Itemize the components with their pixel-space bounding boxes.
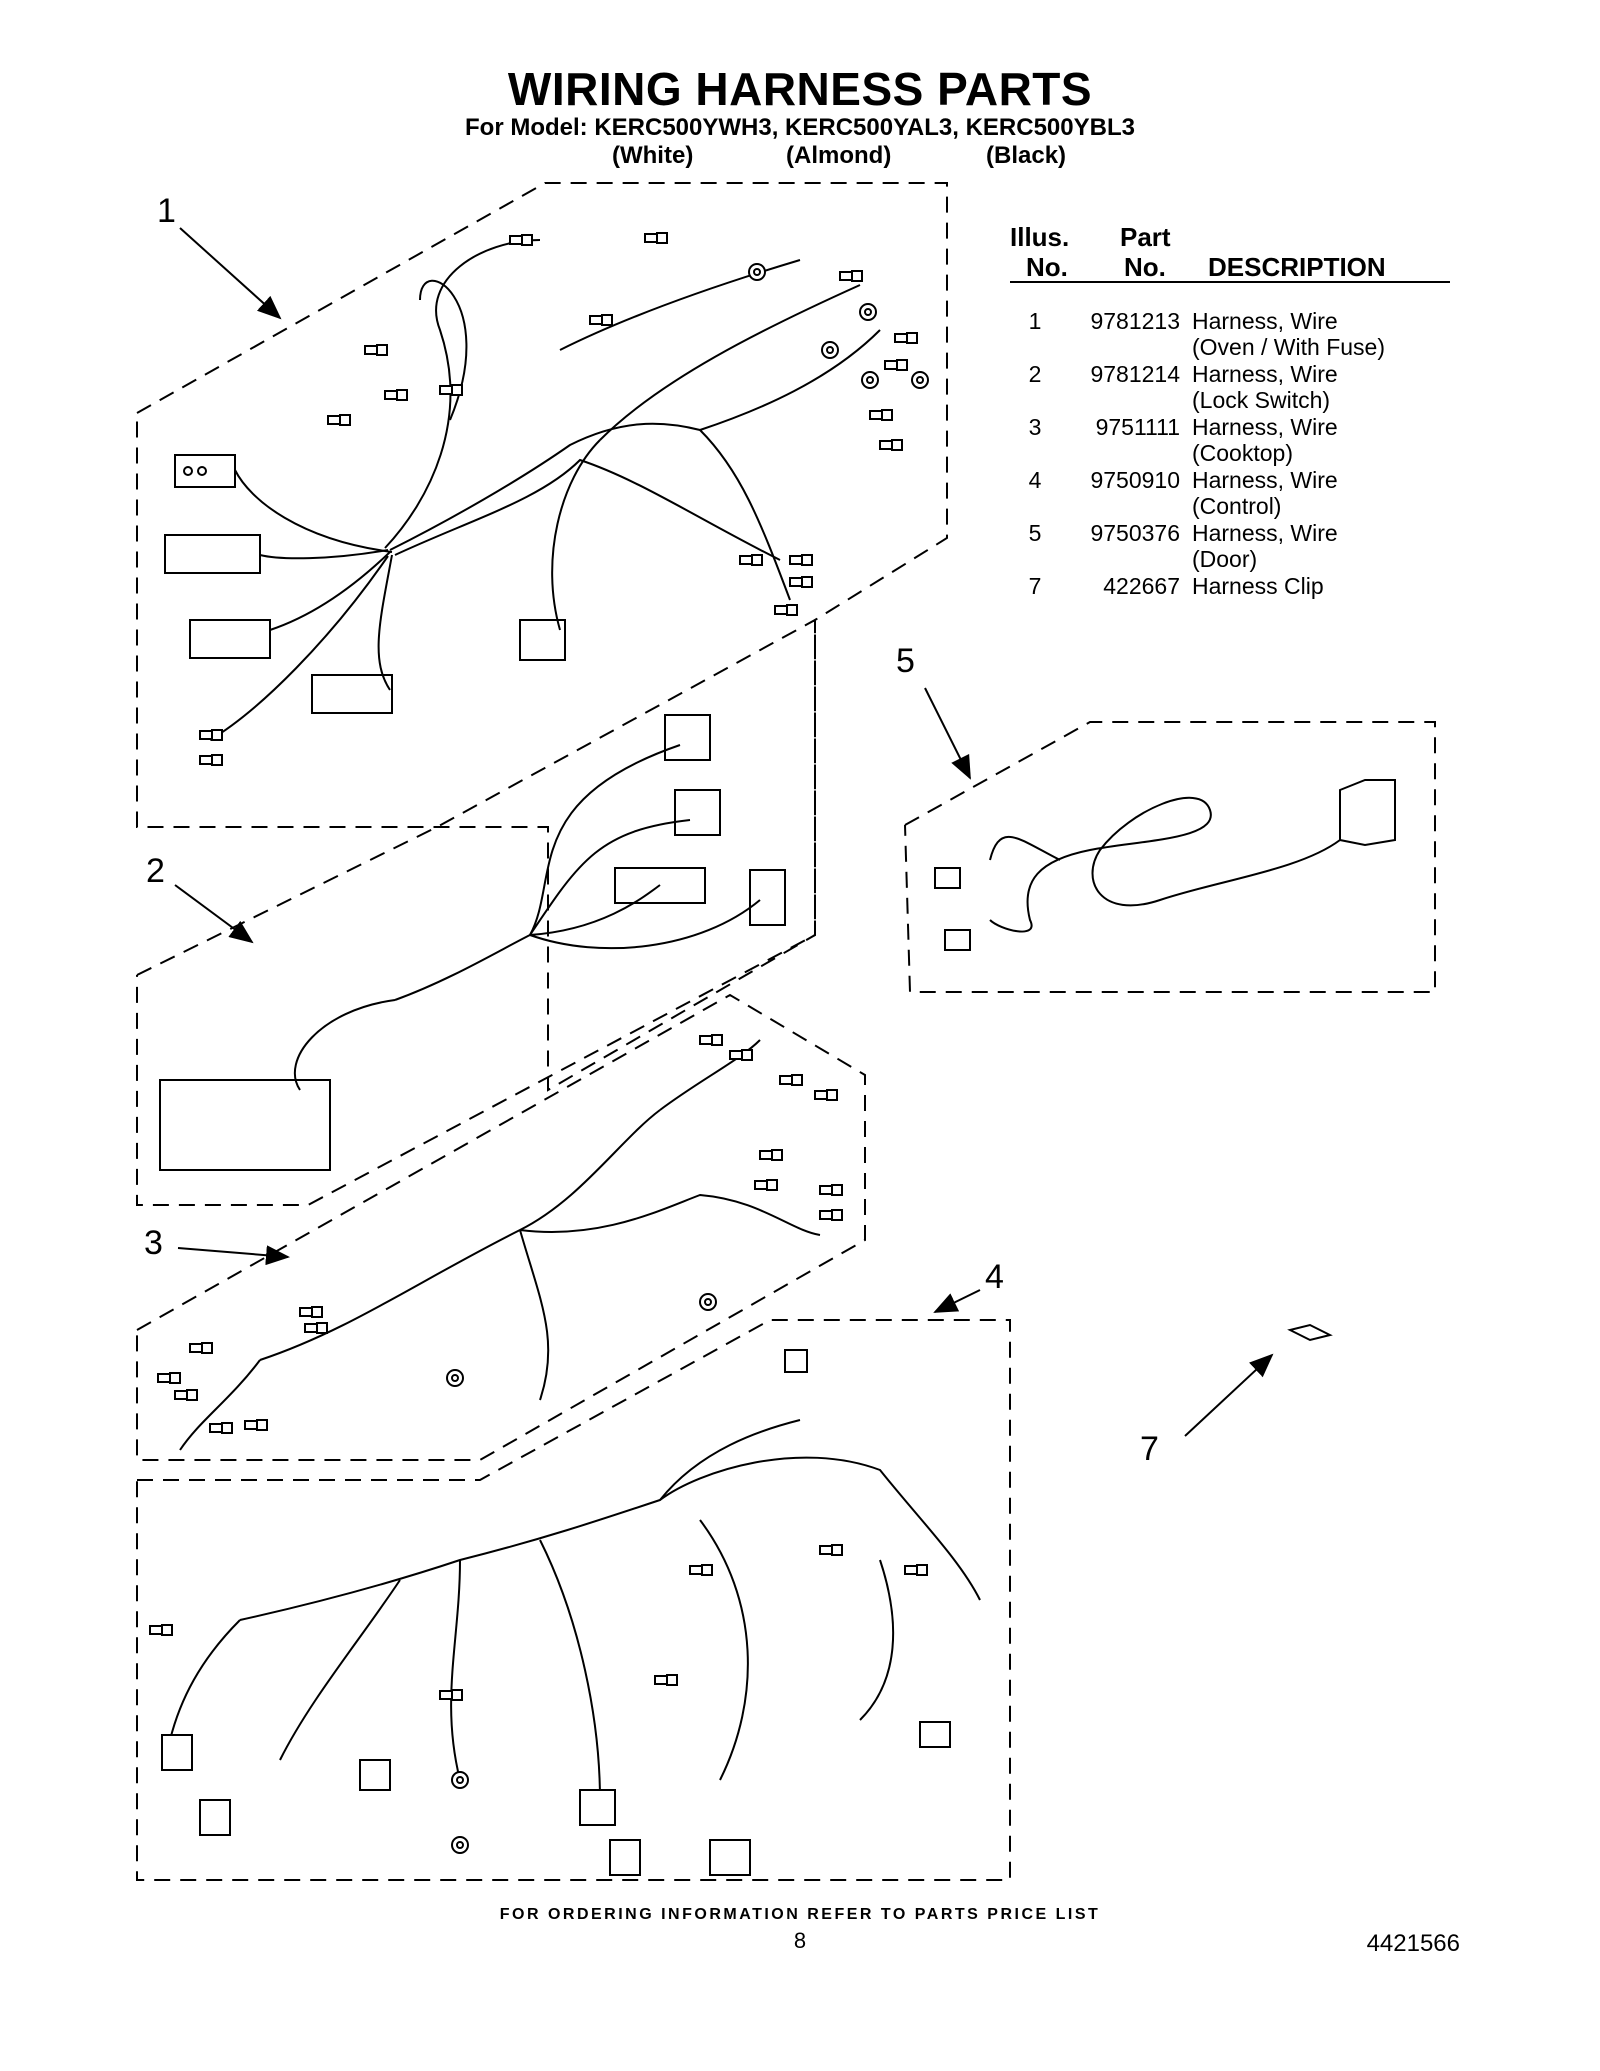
callout-label: 4 [985, 1258, 1004, 1296]
color-almond: (Almond) [786, 142, 892, 169]
table-row: 7 422667 Harness Clip [1010, 573, 1450, 627]
table-row: 2 9781214 Harness, Wire (Lock Switch) [1010, 361, 1450, 415]
harness-2-lock-switch [136, 618, 816, 1206]
row-description: Harness Clip [1192, 573, 1324, 599]
row-description-detail: (Cooktop) [1192, 440, 1293, 466]
table-row: 3 9751111 Harness, Wire (Cooktop) [1010, 414, 1450, 468]
harness-5-door [904, 721, 1436, 993]
callout-label: 7 [1140, 1430, 1159, 1468]
header-illus-bottom: No. [1026, 252, 1068, 282]
model-line: For Model: KERC500YWH3, KERC500YAL3, KER… [465, 114, 1135, 141]
header-part-top: Part [1120, 222, 1171, 252]
page-title: WIRING HARNESS PARTS [507, 63, 1093, 115]
callout-label: 5 [896, 642, 915, 680]
table-row: 5 9750376 Harness, Wire (Door) [1010, 520, 1450, 574]
table-row: 1 9781213 Harness, Wire (Oven / With Fus… [1010, 308, 1450, 362]
row-description-detail: (Control) [1192, 493, 1282, 519]
row-part-no: 9781213 [1090, 308, 1180, 334]
row-description: Harness, Wire [1192, 520, 1338, 546]
callout-label: 3 [144, 1224, 163, 1262]
header-description: DESCRIPTION [1208, 252, 1386, 282]
row-description-detail: (Lock Switch) [1192, 387, 1331, 413]
row-illus-no: 5 [1028, 520, 1042, 546]
color-white: (White) [612, 142, 694, 169]
page-number: 8 [793, 1928, 807, 1953]
row-illus-no: 4 [1028, 467, 1042, 493]
callout-label: 1 [157, 192, 176, 230]
row-illus-no: 1 [1028, 308, 1042, 334]
row-part-no: 9750910 [1090, 467, 1180, 493]
header-part-bottom: No. [1124, 252, 1166, 282]
row-description: Harness, Wire [1192, 414, 1338, 440]
row-illus-no: 7 [1028, 573, 1042, 599]
leader-arrows [174, 227, 1274, 1437]
harness-3-cooktop [136, 993, 866, 1461]
row-description: Harness, Wire [1192, 361, 1338, 387]
header-illus-top: Illus. [1010, 222, 1070, 252]
table-row: 4 9750910 Harness, Wire (Control) [1010, 467, 1450, 521]
row-illus-no: 3 [1028, 414, 1042, 440]
document-number: 4421566 [1366, 1930, 1460, 1957]
row-part-no: 422667 [1103, 573, 1180, 599]
row-part-no: 9781214 [1090, 361, 1180, 387]
row-part-no: 9751111 [1095, 414, 1180, 440]
harness-clip-7 [1287, 1323, 1333, 1342]
row-description-detail: (Oven / With Fuse) [1192, 334, 1385, 360]
table-rule [1010, 281, 1450, 283]
row-description-detail: (Door) [1192, 546, 1258, 572]
callout-label: 2 [146, 852, 165, 890]
color-black: (Black) [986, 142, 1067, 169]
harness-4-control [136, 1319, 1011, 1881]
row-part-no: 9750376 [1090, 520, 1180, 546]
ordering-note: FOR ORDERING INFORMATION REFER TO PARTS … [499, 1906, 1101, 1923]
row-illus-no: 2 [1028, 361, 1042, 387]
harness-1-oven [136, 182, 948, 1092]
row-description: Harness, Wire [1192, 308, 1338, 334]
row-description: Harness, Wire [1192, 467, 1338, 493]
